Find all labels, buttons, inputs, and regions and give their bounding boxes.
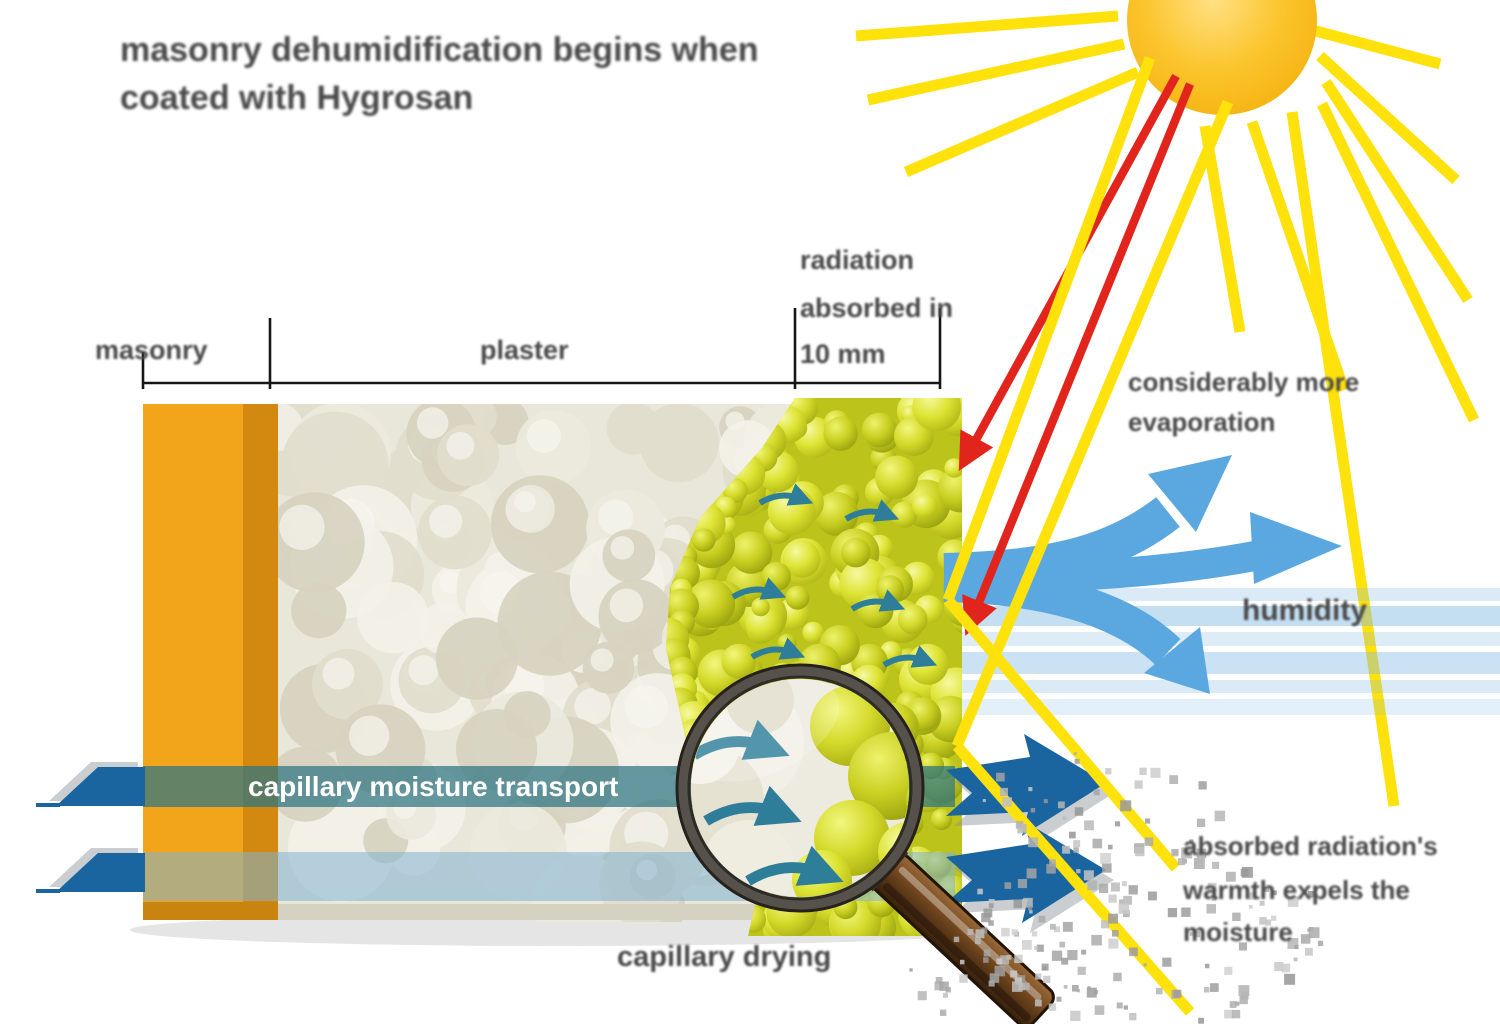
label-capillary-drying: capillary drying xyxy=(617,941,832,973)
title-line1: masonry dehumidification begins when xyxy=(120,31,759,69)
label-capillary-transport: capillary moisture transport xyxy=(248,771,619,802)
title-line2: coated with Hygrosan xyxy=(120,79,474,117)
label-solar-line1: absorbed radiation's xyxy=(1183,831,1438,861)
humidity-stripes xyxy=(952,588,1500,715)
masonry-layer xyxy=(143,404,278,920)
sun-rays xyxy=(855,10,1479,807)
sun-icon xyxy=(1127,0,1317,115)
label-solar-line3: moisture xyxy=(1183,917,1293,947)
label-evaporation-line1: considerably more xyxy=(1128,367,1360,397)
vapor-spray xyxy=(909,752,1324,1024)
label-solar-line2: warmth expels the xyxy=(1183,875,1410,905)
label-zone-line3: 10 mm xyxy=(800,339,886,369)
label-zone-line2: absorbed in xyxy=(800,293,954,323)
moisture-arrow-left-lower xyxy=(56,853,145,892)
sun-beams xyxy=(942,56,1234,1016)
label-plaster: plaster xyxy=(480,335,569,365)
dimension-line xyxy=(141,308,942,389)
label-humidity: humidity xyxy=(1242,594,1367,627)
page-title: masonry dehumidification begins when coa… xyxy=(120,26,759,122)
label-evaporation-line2: evaporation xyxy=(1128,407,1276,437)
magnifier-lens xyxy=(675,663,925,913)
label-masonry: masonry xyxy=(95,335,208,365)
moisture-arrow-right-upper xyxy=(946,734,1106,836)
moisture-arrow-left-upper xyxy=(56,767,145,806)
label-zone-line1: radiation xyxy=(800,245,915,275)
